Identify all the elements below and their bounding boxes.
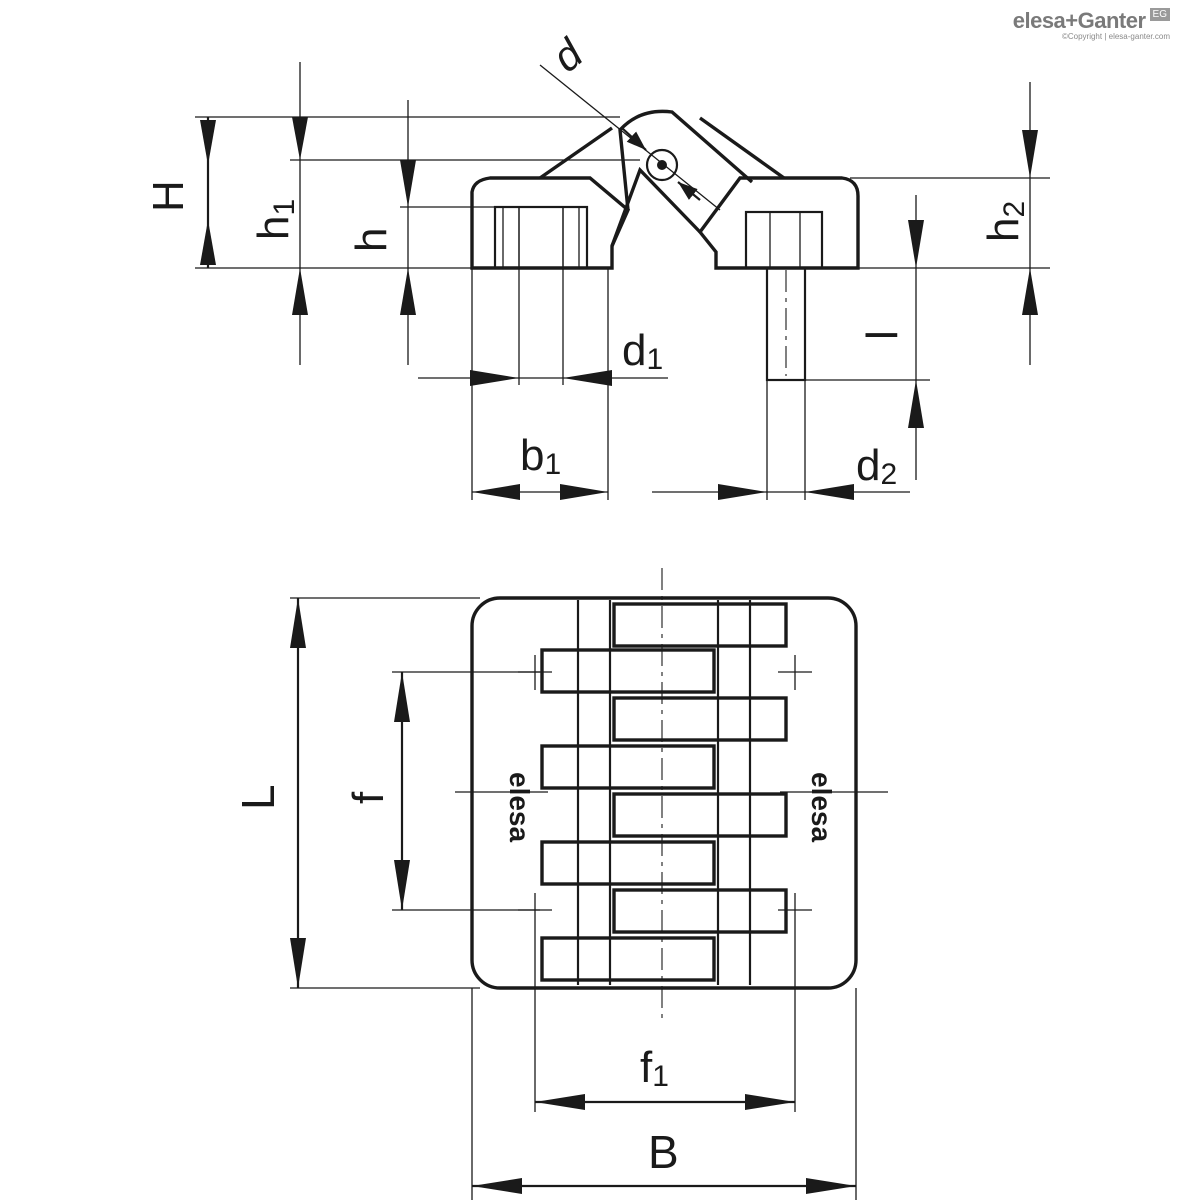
knuckle-bar (540, 936, 716, 982)
brand-badge: EG (1149, 8, 1170, 21)
label-f: f (344, 791, 393, 804)
brand-name: elesa+Ganter (1012, 8, 1146, 33)
left-leaf (470, 176, 631, 270)
label-d1: d1 (622, 326, 663, 376)
knuckle-bar (540, 648, 716, 694)
label-f1: f1 (640, 1043, 669, 1093)
label-h2: h2 (979, 201, 1031, 242)
label-h: h (347, 228, 396, 252)
screw-shank (765, 266, 807, 382)
left-insert (493, 205, 589, 270)
hole-mark (778, 655, 812, 690)
knuckle-bar (540, 840, 716, 886)
knuckle-bar (612, 792, 788, 838)
label-h1: h1 (249, 199, 301, 240)
logo-right: elesa (806, 772, 837, 842)
knuckle-bar (540, 744, 716, 790)
knuckle-bar (612, 888, 788, 934)
knuckle-link (618, 109, 754, 211)
hole-mark (778, 893, 812, 928)
screw-head (744, 210, 824, 270)
label-d2: d2 (856, 441, 897, 491)
label-b1: b1 (520, 431, 561, 481)
brand-copyright: ©Copyright | elesa-ganter.com (1061, 32, 1170, 41)
top-view: elesa elesa L f f1 B (232, 568, 888, 1200)
right-leaf (697, 176, 860, 270)
label-l: l (858, 330, 907, 340)
label-H: H (144, 180, 193, 212)
label-L: L (232, 784, 284, 810)
hinge-pin (645, 148, 679, 182)
knuckle-bar (612, 602, 788, 648)
logo-left: elesa (504, 772, 535, 842)
knuckle-bar (612, 696, 788, 742)
label-B: B (648, 1126, 679, 1178)
hinge-body-outline (470, 596, 858, 990)
side-view: H h1 h d h2 d1 l b1 d2 (144, 29, 1050, 500)
